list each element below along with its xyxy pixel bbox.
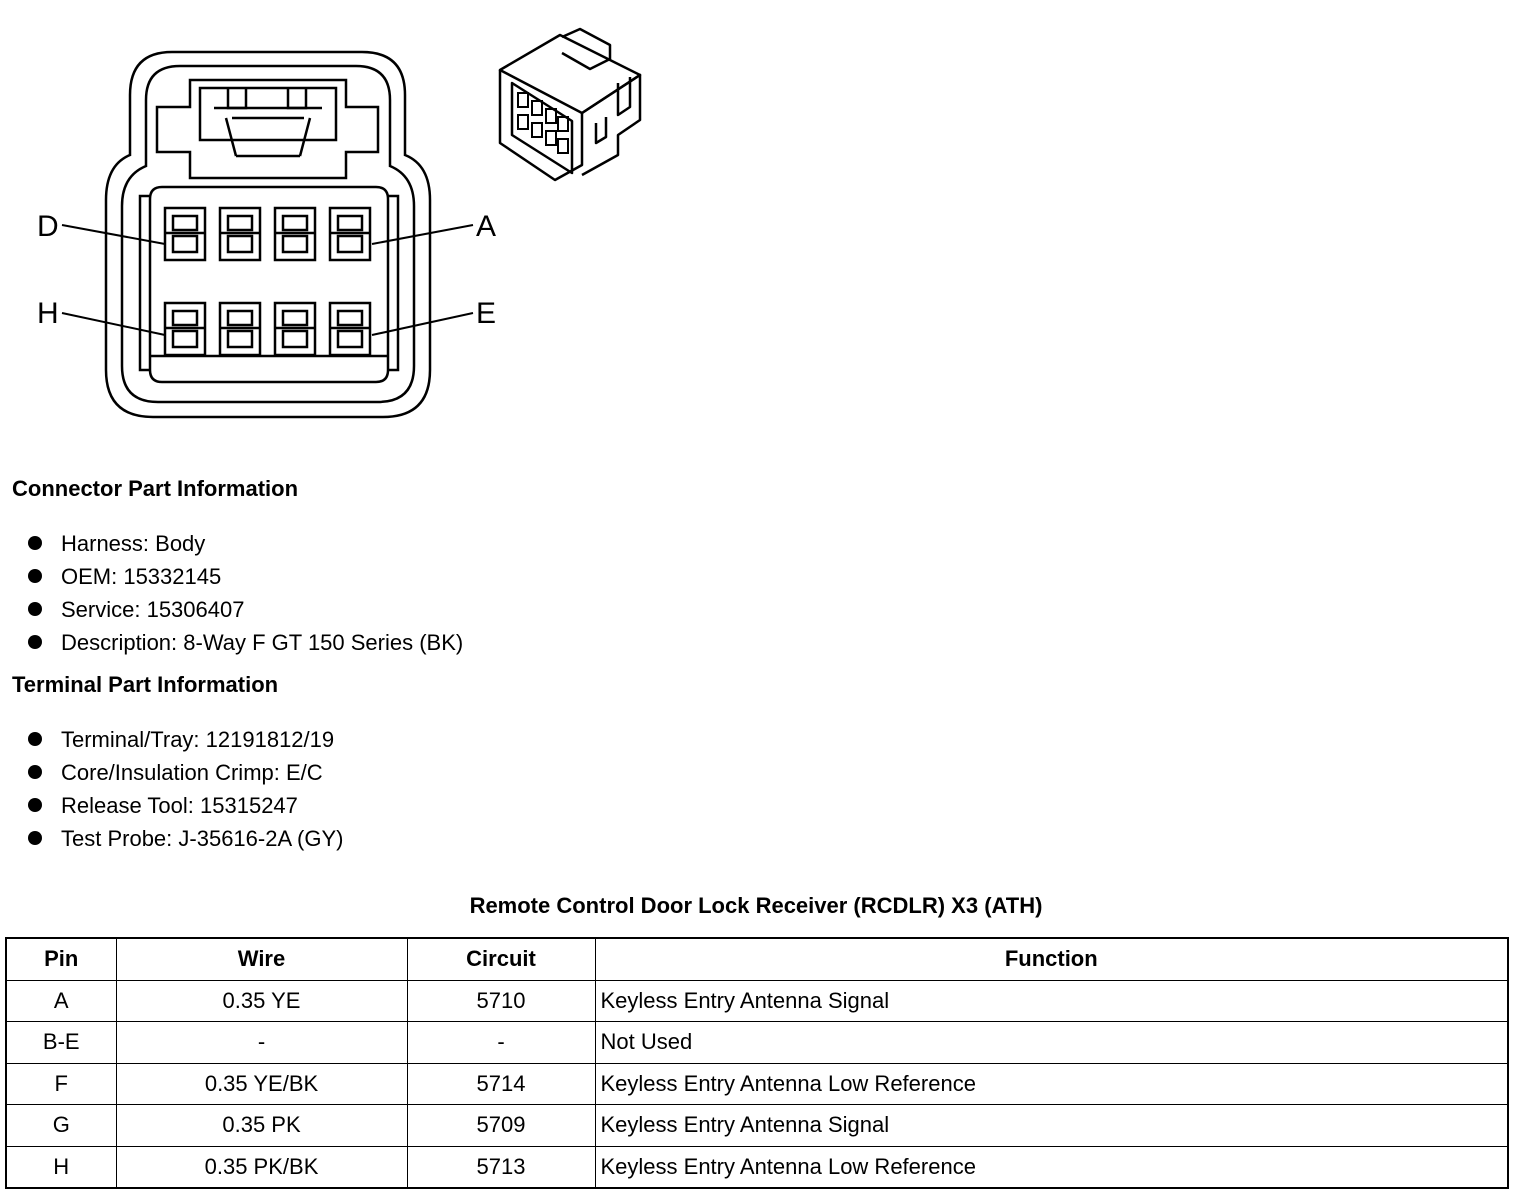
cell-pin: B-E — [5, 1021, 117, 1064]
terminal-cavity — [163, 301, 207, 357]
table-header-row: Pin Wire Circuit Function — [5, 937, 1509, 981]
table-row: G 0.35 PK 5709 Keyless Entry Antenna Sig… — [5, 1104, 1509, 1147]
cell-pin: A — [5, 979, 117, 1022]
list-item: Terminal/Tray: 12191812/19 — [28, 723, 343, 756]
leader-line-a — [371, 224, 474, 245]
pin-label-a: A — [476, 210, 496, 243]
header-pin: Pin — [5, 937, 117, 981]
list-item: Description: 8-Way F GT 150 Series (BK) — [28, 626, 463, 659]
cell-function: Keyless Entry Antenna Signal — [594, 979, 1509, 1022]
pin-label-h: H — [37, 297, 59, 330]
info-text: Terminal/Tray: 12191812/19 — [61, 727, 335, 752]
terminal-part-info-list: Terminal/Tray: 12191812/19 Core/Insulati… — [28, 723, 343, 855]
housing-outline — [104, 50, 432, 419]
cell-pin: H — [5, 1145, 117, 1189]
bullet-icon — [28, 602, 42, 617]
list-item: Release Tool: 15315247 — [28, 789, 343, 822]
pin-label-d: D — [37, 210, 59, 243]
info-text: OEM: 15332145 — [61, 564, 222, 589]
cell-wire: 0.35 PK/BK — [115, 1145, 408, 1189]
pinout-table: Pin Wire Circuit Function A 0.35 YE 5710… — [5, 937, 1509, 1189]
bullet-icon — [28, 569, 42, 584]
leader-line-e — [371, 312, 474, 336]
bullet-icon — [28, 831, 42, 846]
terminal-cavity — [328, 206, 372, 262]
leader-line-h — [61, 312, 166, 336]
cell-wire: 0.35 YE/BK — [115, 1062, 408, 1105]
header-function: Function — [594, 937, 1509, 981]
info-text: Core/Insulation Crimp: E/C — [61, 760, 323, 785]
bullet-icon — [28, 732, 42, 747]
table-row: H 0.35 PK/BK 5713 Keyless Entry Antenna … — [5, 1145, 1509, 1189]
terminal-cavity — [273, 206, 317, 262]
bullet-icon — [28, 765, 42, 780]
terminal-cavity — [218, 301, 262, 357]
cell-function: Keyless Entry Antenna Signal — [594, 1104, 1509, 1147]
cell-function: Keyless Entry Antenna Low Reference — [594, 1062, 1509, 1105]
bullet-icon — [28, 798, 42, 813]
cell-circuit: 5709 — [406, 1104, 596, 1147]
info-text: Harness: Body — [61, 531, 206, 556]
terminal-cavity — [273, 301, 317, 357]
terminal-part-info-heading: Terminal Part Information — [12, 672, 279, 697]
cell-pin: G — [5, 1104, 117, 1147]
cell-wire: 0.35 PK — [115, 1104, 408, 1147]
cell-circuit: 5713 — [406, 1145, 596, 1189]
connector-3d-icon — [498, 27, 642, 182]
header-wire: Wire — [115, 937, 408, 981]
cell-pin: F — [5, 1062, 117, 1105]
terminal-cavity — [163, 206, 207, 262]
table-title: Remote Control Door Lock Receiver (RCDLR… — [469, 893, 1043, 918]
connector-face-diagram: D A H E — [37, 50, 496, 419]
list-item: OEM: 15332145 — [28, 560, 463, 593]
leader-line-d — [61, 224, 166, 245]
table-row: A 0.35 YE 5710 Keyless Entry Antenna Sig… — [5, 979, 1509, 1022]
cell-circuit: - — [406, 1021, 596, 1064]
terminal-cavity — [328, 301, 372, 357]
cell-circuit: 5714 — [406, 1062, 596, 1105]
info-text: Release Tool: 15315247 — [61, 793, 298, 818]
list-item: Harness: Body — [28, 527, 463, 560]
cell-function: Keyless Entry Antenna Low Reference — [594, 1145, 1509, 1189]
cell-wire: - — [115, 1021, 408, 1064]
info-text: Test Probe: J-35616-2A (GY) — [61, 826, 344, 851]
info-text: Description: 8-Way F GT 150 Series (BK) — [61, 630, 464, 655]
bullet-icon — [28, 536, 42, 551]
list-item: Test Probe: J-35616-2A (GY) — [28, 822, 343, 855]
list-item: Core/Insulation Crimp: E/C — [28, 756, 343, 789]
connector-part-info-list: Harness: Body OEM: 15332145 Service: 153… — [28, 527, 463, 659]
cell-wire: 0.35 YE — [115, 979, 408, 1022]
cell-function: Not Used — [594, 1021, 1509, 1064]
list-item: Service: 15306407 — [28, 593, 463, 626]
terminal-cavity — [218, 206, 262, 262]
info-text: Service: 15306407 — [61, 597, 245, 622]
connector-part-info-heading: Connector Part Information — [12, 476, 299, 501]
cell-circuit: 5710 — [406, 979, 596, 1022]
table-row: B-E - - Not Used — [5, 1021, 1509, 1064]
header-circuit: Circuit — [406, 937, 596, 981]
pin-label-e: E — [476, 297, 496, 330]
table-row: F 0.35 YE/BK 5714 Keyless Entry Antenna … — [5, 1062, 1509, 1105]
bullet-icon — [28, 635, 42, 650]
